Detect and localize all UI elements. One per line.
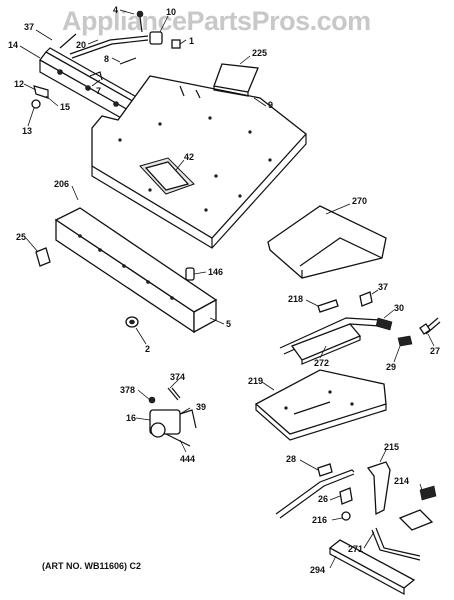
callout-20: 20 — [76, 40, 86, 50]
callout-206: 206 — [54, 179, 69, 189]
gas-tubing — [59, 33, 149, 59]
callout-37-mid: 37 — [378, 282, 388, 292]
callout-28: 28 — [286, 454, 296, 464]
callout-39: 39 — [196, 402, 206, 412]
callout-16: 16 — [126, 413, 136, 423]
electrode-27 — [419, 317, 441, 335]
callout-labels: 4 10 1 37 14 20 8 7 12 15 13 225 9 42 20… — [8, 5, 440, 575]
callout-214: 214 — [394, 476, 409, 486]
callout-9: 9 — [268, 100, 273, 110]
callout-1: 1 — [189, 36, 194, 46]
shield-270 — [267, 205, 387, 279]
burner-opening — [139, 157, 195, 195]
callout-7: 7 — [96, 86, 101, 96]
bracket-37 — [359, 291, 373, 307]
callout-30: 30 — [394, 303, 404, 313]
igniter-214 — [398, 485, 437, 531]
callout-215: 215 — [384, 442, 399, 452]
clip-146 — [185, 267, 195, 281]
burner-box-panel — [91, 75, 307, 249]
baffle-294 — [328, 539, 416, 596]
callout-219: 219 — [248, 376, 263, 386]
callout-216: 216 — [312, 515, 327, 525]
callout-13: 13 — [22, 126, 32, 136]
callout-8: 8 — [104, 54, 109, 64]
callout-218: 218 — [288, 294, 303, 304]
callout-5: 5 — [226, 319, 231, 329]
bottom-panel-219 — [254, 369, 387, 441]
tubing-271 — [371, 527, 421, 561]
callout-225: 225 — [252, 48, 267, 58]
callout-10: 10 — [166, 7, 176, 17]
art-number: (ART NO. WB11606) C2 — [42, 561, 142, 571]
bake-burner-tube — [275, 463, 355, 519]
watermark: AppliancePartsPros.com — [62, 6, 371, 36]
callout-27: 27 — [430, 346, 440, 356]
callout-26: 26 — [318, 494, 328, 504]
leader-lines — [19, 9, 435, 569]
callout-37-top: 37 — [24, 22, 34, 32]
callout-270: 270 — [352, 196, 367, 206]
callout-146: 146 — [208, 267, 223, 277]
channel-272 — [290, 323, 362, 365]
clip-26 — [339, 487, 353, 505]
callout-4: 4 — [113, 5, 118, 15]
valve-assembly — [31, 10, 181, 109]
clip-25 — [35, 247, 51, 267]
callout-25: 25 — [16, 232, 26, 242]
callout-374: 374 — [170, 372, 185, 382]
burner-218 — [317, 299, 339, 313]
callout-15: 15 — [60, 102, 70, 112]
callout-444: 444 — [180, 454, 195, 464]
front-panel — [54, 207, 218, 334]
washer-216 — [341, 511, 351, 521]
bracket-215 — [366, 461, 391, 516]
callout-378: 378 — [120, 385, 135, 395]
callout-294: 294 — [310, 565, 325, 575]
callout-42: 42 — [184, 152, 194, 162]
valve-16 — [148, 387, 197, 447]
callout-2: 2 — [145, 344, 150, 354]
callout-12: 12 — [14, 79, 24, 89]
callout-272: 272 — [314, 358, 329, 368]
orifice-29 — [397, 335, 413, 347]
small-plate — [213, 63, 259, 97]
callout-271: 271 — [348, 544, 363, 554]
grommet-2 — [125, 316, 139, 328]
callout-14: 14 — [8, 40, 18, 50]
callout-29: 29 — [386, 362, 396, 372]
